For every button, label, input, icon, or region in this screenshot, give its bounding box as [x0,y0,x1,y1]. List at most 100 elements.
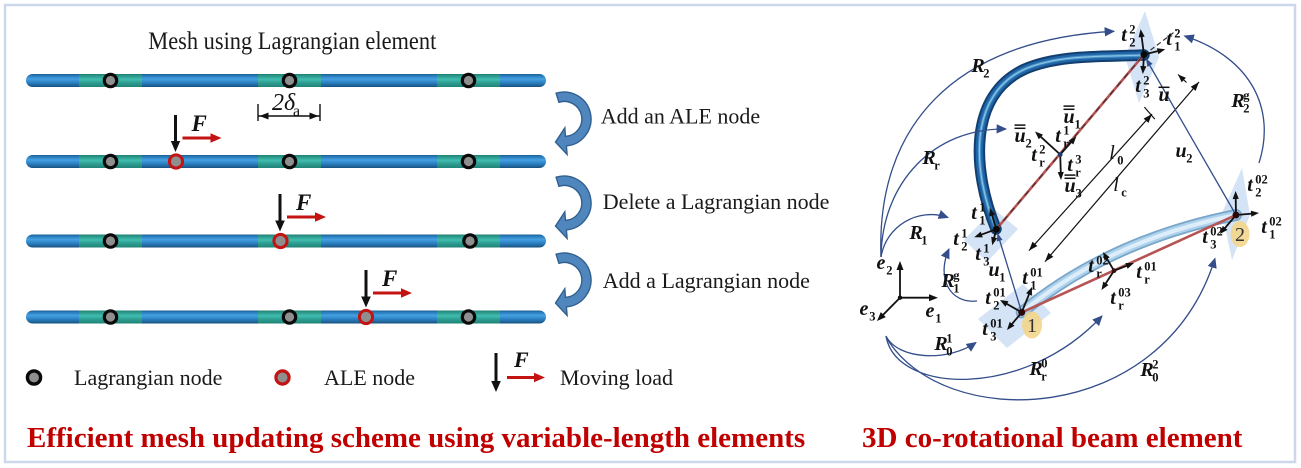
svg-text:0: 0 [946,344,952,358]
svg-text:c: c [1121,185,1127,199]
svg-text:02: 02 [1210,224,1223,238]
svg-text:R: R [1028,358,1042,380]
svg-text:3: 3 [983,254,989,268]
svg-text:r: r [1096,266,1102,280]
svg-text:3: 3 [869,309,875,323]
svg-text:r: r [1041,369,1047,383]
svg-text:t: t [975,243,982,265]
svg-text:t: t [971,202,978,224]
svg-text:Add an ALE node: Add an ALE node [601,104,760,129]
svg-text:l: l [1113,174,1119,196]
svg-text:2: 2 [886,263,892,277]
svg-text:2: 2 [1235,224,1245,246]
svg-text:01: 01 [993,285,1006,299]
svg-text:u: u [1064,175,1075,197]
svg-text:R: R [921,147,935,169]
svg-text:0: 0 [1041,356,1047,370]
svg-text:a: a [293,103,300,120]
svg-text:02: 02 [1269,214,1282,228]
svg-text:t: t [1031,144,1038,166]
svg-text:t: t [1121,24,1128,46]
svg-text:r: r [1075,165,1081,179]
svg-text:t: t [1166,28,1173,50]
svg-text:02: 02 [1096,253,1109,267]
svg-text:2: 2 [961,239,967,253]
svg-text:r: r [1039,155,1045,169]
svg-text:1: 1 [999,270,1005,284]
svg-text:R: R [1139,359,1153,381]
svg-text:l: l [1109,142,1115,164]
svg-text:2: 2 [1026,136,1032,150]
svg-text:1: 1 [935,311,941,325]
svg-text:0: 0 [1152,370,1158,384]
svg-text:g: g [953,268,960,282]
svg-text:F: F [191,111,207,136]
svg-text:r: r [934,158,940,172]
svg-text:2: 2 [1243,101,1249,115]
svg-text:ALE node: ALE node [324,365,415,390]
svg-text:3D co-rotational beam element: 3D co-rotational beam element [862,422,1243,454]
svg-text:t: t [1055,125,1062,147]
svg-text:u: u [1158,84,1169,106]
svg-text:01: 01 [1144,259,1157,273]
svg-text:1: 1 [979,213,985,227]
svg-text:2: 2 [1152,357,1158,371]
svg-text:t: t [1202,226,1209,248]
svg-text:1: 1 [1075,117,1081,131]
svg-text:e: e [877,252,886,274]
svg-text:1: 1 [1063,123,1069,137]
svg-text:1: 1 [961,226,967,240]
svg-text:F: F [295,190,311,215]
svg-text:3: 3 [1210,237,1216,251]
svg-text:1: 1 [946,331,952,345]
svg-text:Add a Lagrangian node: Add a Lagrangian node [603,268,810,293]
svg-text:2: 2 [1129,22,1135,36]
svg-text:3: 3 [1143,86,1149,100]
svg-text:Lagrangian node: Lagrangian node [74,365,222,390]
svg-text:2: 2 [1143,73,1149,87]
svg-text:1: 1 [1269,227,1275,241]
svg-text:u: u [1063,106,1074,128]
svg-text:2: 2 [1174,26,1180,40]
svg-text:3: 3 [1075,152,1081,166]
svg-text:1: 1 [983,241,989,255]
svg-text:2: 2 [1186,151,1192,165]
svg-text:R: R [940,270,954,292]
svg-text:3: 3 [1076,186,1082,200]
svg-text:Delete a Lagrangian node: Delete a Lagrangian node [603,189,830,214]
svg-text:g: g [1243,88,1250,102]
svg-text:R: R [970,55,984,77]
svg-text:t: t [1261,216,1268,238]
svg-text:03: 03 [1118,285,1131,299]
svg-text:t: t [985,287,992,309]
svg-text:e: e [860,298,869,320]
svg-text:1: 1 [1030,278,1036,292]
svg-text:1: 1 [1027,315,1037,337]
svg-text:r: r [1063,136,1069,150]
svg-text:e: e [926,300,935,322]
svg-text:t: t [1135,75,1142,97]
svg-text:r: r [1118,298,1124,312]
svg-text:2: 2 [983,66,989,80]
svg-text:F: F [381,266,397,291]
svg-text:2δ: 2δ [272,90,296,116]
svg-text:Efficient mesh updating scheme: Efficient mesh updating scheme using var… [27,422,805,454]
svg-text:02: 02 [1255,172,1268,186]
svg-text:t: t [1022,267,1029,289]
svg-text:r: r [1144,272,1150,286]
svg-text:Mesh using Lagrangian element: Mesh using Lagrangian element [148,28,436,55]
svg-text:t: t [953,228,960,250]
svg-text:1: 1 [979,200,985,214]
svg-text:F: F [513,347,529,372]
svg-text:u: u [1014,125,1025,147]
svg-text:01: 01 [1030,265,1043,279]
svg-text:R: R [933,333,947,355]
svg-text:0: 0 [1117,153,1123,167]
svg-text:R: R [1230,90,1244,112]
svg-text:t: t [1067,154,1074,176]
svg-text:1: 1 [921,233,927,247]
svg-text:Moving load: Moving load [560,365,673,390]
svg-text:1: 1 [1174,39,1180,53]
svg-text:2: 2 [1039,142,1045,156]
svg-text:t: t [1088,255,1095,277]
